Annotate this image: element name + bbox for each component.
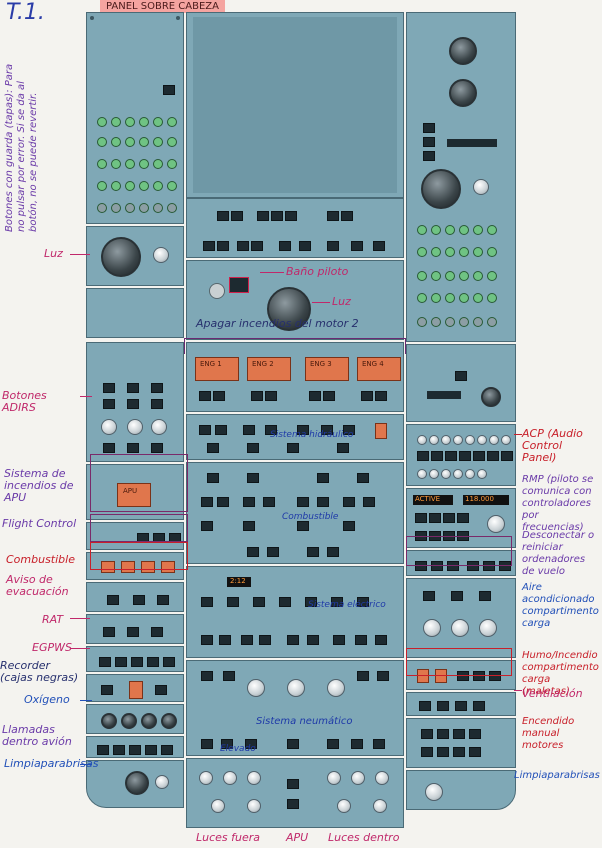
label-luz: Luz	[44, 247, 63, 260]
label-neumatico: Sistema neumático	[256, 716, 353, 727]
upper-center-panel	[186, 12, 404, 198]
label-flight-control: Flight Control	[2, 517, 77, 530]
page-subtitle: PANEL SOBRE CABEZA	[100, 0, 225, 13]
label-combustible: Combustible	[6, 553, 75, 566]
label-electrico: Sistema eléctrico	[308, 600, 386, 610]
label-humo: Humo/Incendio compartimento carga (malet…	[522, 650, 599, 697]
label-apagar: Apagar incendios del motor 2	[196, 317, 359, 330]
label-limpia-left: Limpiaparabrisas	[4, 757, 99, 770]
adirs-panel	[86, 342, 184, 462]
manual-start-panel	[406, 718, 516, 768]
recorder-panel	[86, 674, 184, 702]
label-rat: RAT	[42, 613, 64, 626]
egpws-panel	[86, 646, 184, 672]
clock-display: 2:12	[230, 577, 246, 585]
label-desconectar: Desconectar o reiniciar ordenadores de v…	[522, 530, 595, 577]
label-apu-fire: Sistema de incendios de APU	[4, 467, 74, 504]
label-acp: ACP (Audio Control Panel)	[522, 427, 583, 464]
label-apu-bottom: APU	[286, 831, 309, 844]
acp-panel	[406, 424, 516, 486]
pneumatic-panel	[186, 660, 404, 756]
label-elevado: Elevado	[220, 744, 256, 754]
upper-left-panel	[86, 12, 184, 224]
wiper-right-panel	[406, 770, 516, 810]
label-luces-dentro: Luces dentro	[328, 831, 400, 844]
label-hidraulico: Sistema hidráulico	[270, 430, 354, 440]
eng3-label: ENG 3	[310, 360, 332, 368]
label-llamadas: Llamadas dentro avión	[2, 723, 72, 748]
evacuation-panel	[86, 582, 184, 612]
light-panel	[86, 226, 184, 286]
overhead-panel: ENG 1 ENG 2 ENG 3 ENG 4 2:12	[86, 12, 516, 828]
label-luces-fuera: Luces fuera	[196, 831, 261, 844]
label-luz-center: Luz	[332, 295, 351, 308]
label-limpia-right: Limpiaparabrisas	[514, 770, 600, 781]
page-title: T.1.	[6, 0, 45, 25]
upper-right-panel	[406, 12, 516, 342]
eng2-label: ENG 2	[252, 360, 274, 368]
left-mid-blank	[86, 288, 184, 338]
cargo-air-panel	[406, 578, 516, 658]
rat-panel	[86, 614, 184, 644]
label-encendido: Encendido manual motores	[522, 716, 575, 751]
fuel-panel	[186, 462, 404, 564]
oxygen-panel	[86, 704, 184, 734]
bottom-center-panel	[186, 758, 404, 828]
label-bano: Baño piloto	[286, 265, 349, 278]
label-adirs: Botones ADIRS	[2, 389, 47, 414]
engine-fire-panel: ENG 1 ENG 2 ENG 3 ENG 4	[186, 342, 404, 412]
electrical-panel: 2:12	[186, 566, 404, 658]
label-combustible-center: Combustible	[282, 512, 339, 522]
label-ventilacion: Ventilación	[522, 687, 583, 700]
right-misc-panel	[406, 344, 516, 422]
fctl-computers-panel	[406, 550, 516, 576]
guard-note: Botones con guarda (tapas): Para no puls…	[4, 63, 39, 232]
hydraulic-panel	[186, 414, 404, 460]
lavatory-panel	[186, 260, 404, 340]
label-aire: Aire acondicionado compartimento carga	[522, 582, 599, 629]
rmp-active-display: ACTIVE	[415, 495, 441, 503]
fuel-left-panel	[86, 552, 184, 580]
rmp-standby-display: 118.000	[465, 495, 494, 503]
ventilation-panel	[406, 692, 516, 716]
upper-center-buttons-panel	[186, 198, 404, 258]
apu-box-label: APU	[123, 487, 138, 495]
apu-fire-panel: APU	[86, 464, 184, 520]
label-rmp: RMP (piloto se comunica con controladore…	[522, 474, 594, 533]
label-egpws: EGPWS	[32, 641, 72, 654]
label-recorder: Recorder (cajas negras)	[0, 659, 79, 684]
eng4-label: ENG 4	[362, 360, 384, 368]
wiper-left-panel	[86, 760, 184, 808]
label-oxigeno: Oxígeno	[24, 693, 70, 706]
eng1-label: ENG 1	[200, 360, 222, 368]
calls-panel	[86, 736, 184, 758]
label-evacuacion: Aviso de evacuación	[6, 573, 69, 598]
